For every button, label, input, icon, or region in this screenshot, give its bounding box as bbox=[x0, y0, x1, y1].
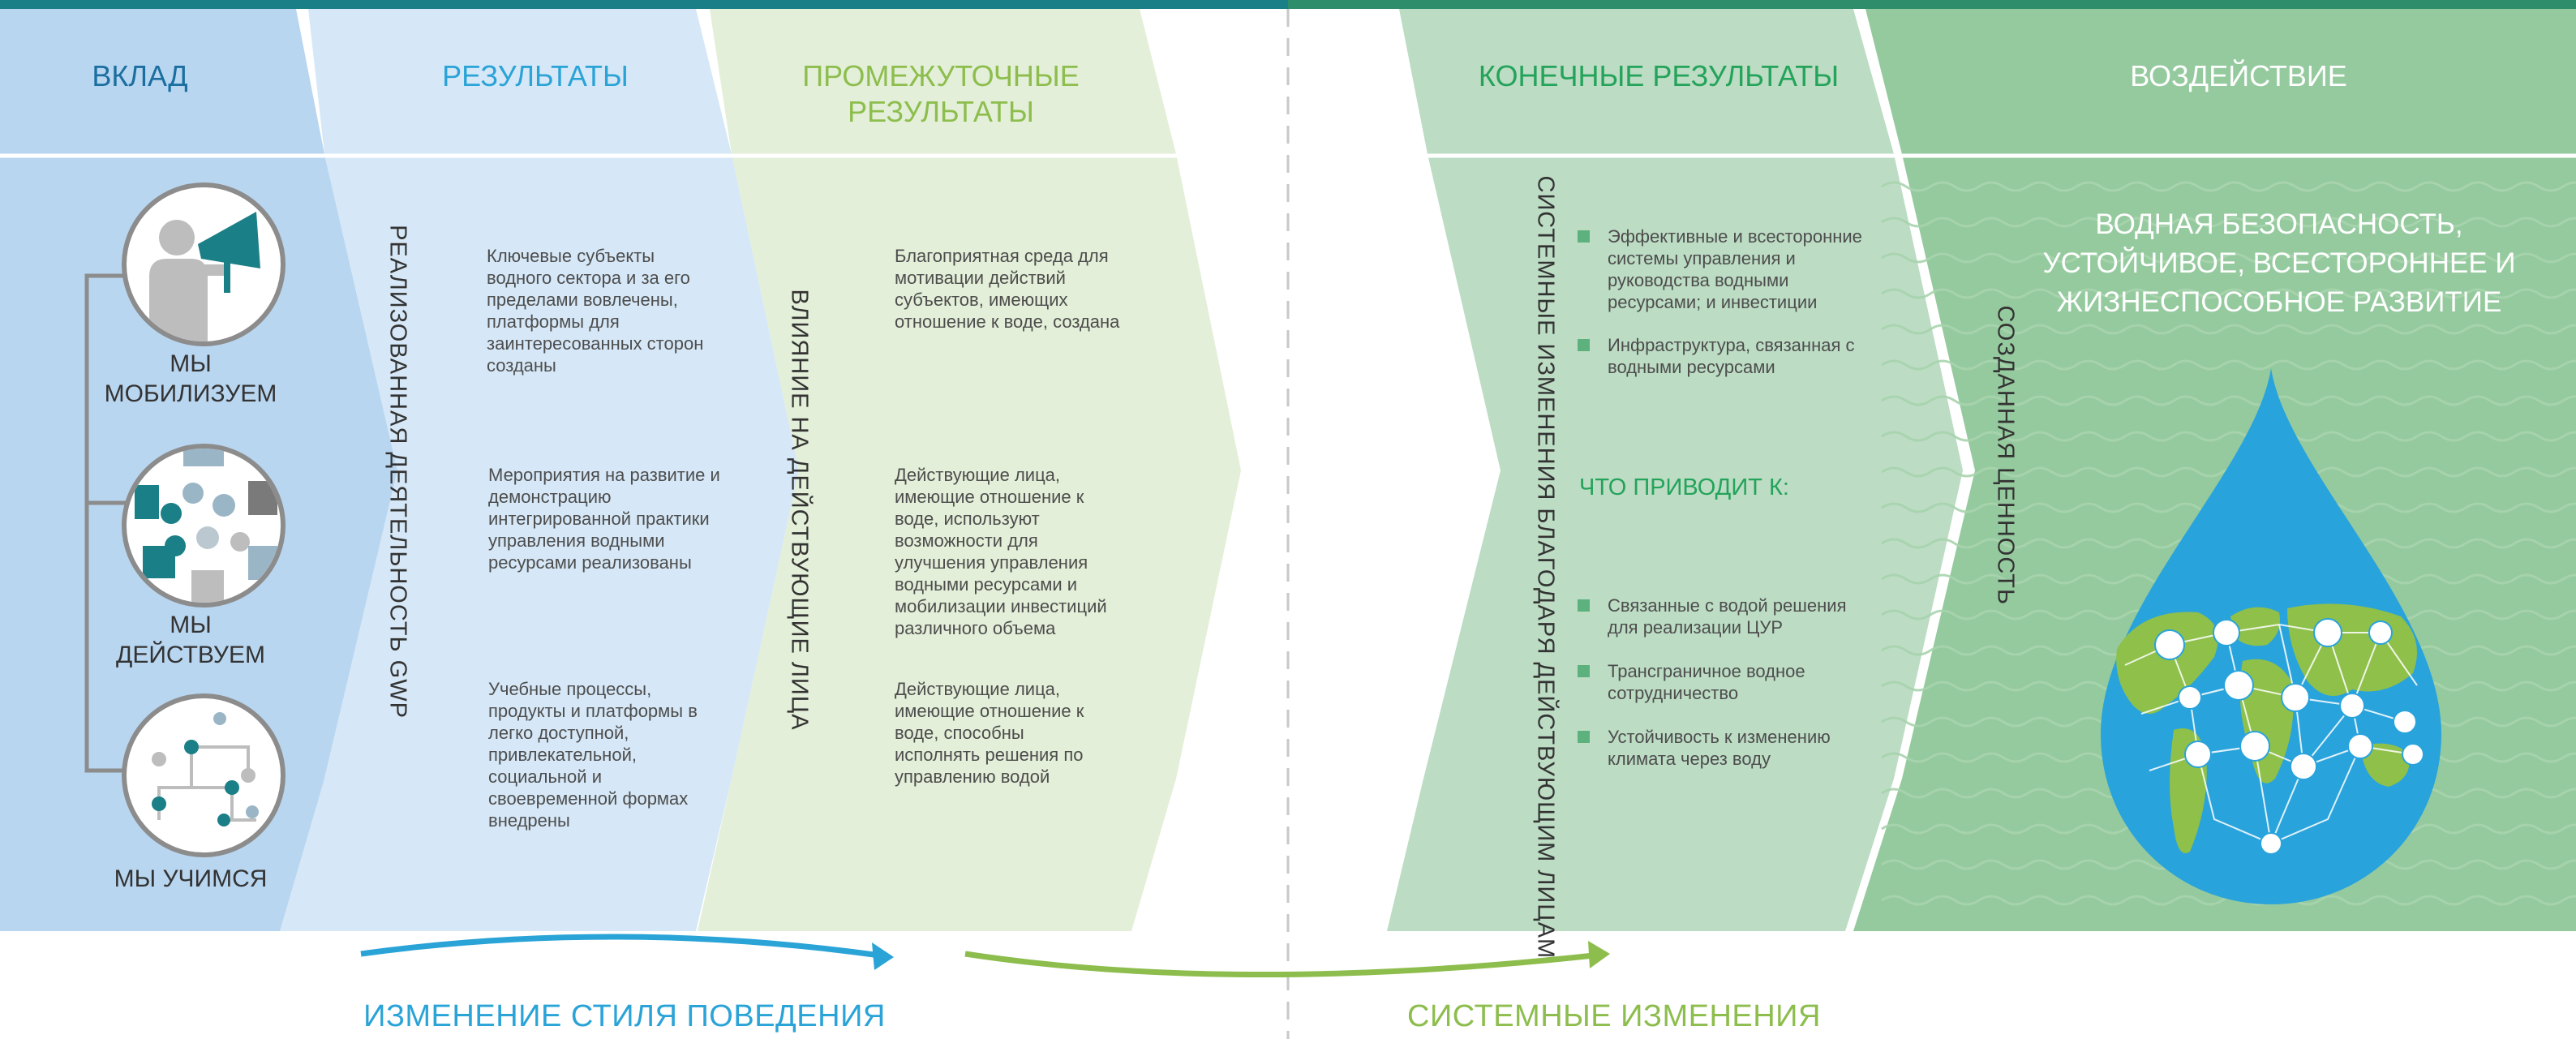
final-bullet-4: Трансграничное водное сотрудничество bbox=[1578, 660, 1870, 704]
wave-line bbox=[1881, 288, 2576, 299]
outputs-band bbox=[280, 9, 799, 931]
final-bullet-2-text: Инфраструктура, связанная с водными ресу… bbox=[1608, 335, 1855, 377]
input-step-mobilize: МЫ МОБИЛИЗУЕМ bbox=[85, 349, 296, 409]
intermediate-item-2: Действующие лица, имеющие отношение к во… bbox=[895, 465, 1107, 638]
wave-line bbox=[1881, 324, 2576, 335]
impact-vertical-label: СОЗДАННАЯ ЦЕННОСТЬ bbox=[1992, 305, 2019, 606]
input-step-learn: МЫ УЧИМСЯ bbox=[85, 864, 296, 894]
final-bullet-1: Эффективные и всесторонние системы управ… bbox=[1578, 225, 1870, 313]
final-header: КОНЕЧНЫЕ РЕЗУЛЬТАТЫ bbox=[1478, 59, 1840, 92]
final-bullet-5-text: Устойчивость к изменению климата через в… bbox=[1608, 727, 1831, 769]
people-meeting-icon bbox=[122, 444, 286, 608]
top-bar-left bbox=[0, 0, 1288, 9]
output-item-3: Учебные процессы, продукты и платформы в… bbox=[488, 679, 698, 831]
wave-line bbox=[1881, 395, 2576, 406]
blue-arrowhead bbox=[872, 942, 894, 970]
green-arrowhead bbox=[1588, 941, 1610, 968]
wave-line bbox=[1881, 359, 2576, 371]
megaphone-person-icon bbox=[122, 182, 286, 346]
impact-statement-line1: ВОДНАЯ БЕЗОПАСНОСТЬ, bbox=[2095, 208, 2463, 240]
intermediate-header-line2: РЕЗУЛЬТАТЫ bbox=[848, 95, 1034, 128]
water-drop-globe-icon bbox=[2101, 368, 2441, 904]
input-step-mobilize-line2: МОБИЛИЗУЕМ bbox=[104, 380, 277, 407]
input-header: ВКЛАД bbox=[92, 59, 188, 92]
final-bullet-1-text: Эффективные и всесторонние системы управ… bbox=[1608, 226, 1862, 312]
final-bullet-3-text: Связанные с водой решения для реализации… bbox=[1608, 595, 1847, 638]
top-bar-right bbox=[1288, 0, 2576, 9]
wave-line bbox=[1881, 181, 2576, 192]
final-bullet-5: Устойчивость к изменению климата через в… bbox=[1578, 726, 1870, 770]
output-item-1: Ключевые субъекты водного сектора и за е… bbox=[487, 246, 704, 376]
input-step-learn-line: МЫ УЧИМСЯ bbox=[114, 865, 268, 892]
final-bullet-3: Связанные с водой решения для реализации… bbox=[1578, 595, 1870, 638]
bullet-square bbox=[1578, 599, 1590, 612]
input-step-act-line1: МЫ bbox=[170, 612, 212, 638]
system-change-label: СИСТЕМНЫЕ ИЗМЕНЕНИЯ bbox=[1407, 999, 1821, 1033]
impact-statement-line3: ЖИЗНЕСПОСОБНОЕ РАЗВИТИЕ bbox=[2056, 286, 2502, 318]
behavior-change-label: ИЗМЕНЕНИЕ СТИЛЯ ПОВЕДЕНИЯ bbox=[363, 999, 886, 1033]
outputs-header: РЕЗУЛЬТАТЫ bbox=[442, 59, 629, 92]
intermediate-band bbox=[698, 9, 1241, 931]
final-bullet-4-text: Трансграничное водное сотрудничество bbox=[1608, 661, 1805, 703]
intermediate-item-1: Благоприятная среда для мотивации действ… bbox=[895, 246, 1120, 332]
leads-to-label: ЧТО ПРИВОДИТ К: bbox=[1579, 474, 1789, 500]
final-band bbox=[1387, 9, 1963, 931]
bullet-square bbox=[1578, 339, 1590, 351]
intermediate-item-3: Действующие лица, имеющие отношение к во… bbox=[895, 679, 1084, 787]
input-connector bbox=[84, 273, 127, 773]
impact-statement-line2: УСТОЙЧИВОЕ, ВСЕСТОРОННЕЕ И bbox=[2042, 247, 2516, 279]
bullet-square bbox=[1578, 665, 1590, 677]
input-step-act: МЫ ДЕЙСТВУЕМ bbox=[85, 610, 296, 670]
network-nodes bbox=[2154, 618, 2424, 855]
output-item-2: Мероприятия на развитие и демонстрацию и… bbox=[488, 465, 720, 573]
wave-line bbox=[1881, 217, 2576, 228]
outputs-vertical-label: РЕАЛИЗОВАННАЯ ДЕЯТЕЛЬНОСТЬ GWP bbox=[384, 225, 411, 719]
final-bullet-2: Инфраструктура, связанная с водными ресу… bbox=[1578, 334, 1870, 378]
bottom-arrows bbox=[360, 934, 1610, 977]
final-vertical-label: СИСТЕМНЫЕ ИЗМЕНЕНИЯ БЛАГОДАРЯ ДЕЙСТВУЮЩИ… bbox=[1532, 175, 1559, 960]
green-arrow bbox=[964, 951, 1595, 977]
intermediate-header-line1: ПРОМЕЖУТОЧНЫЕ bbox=[802, 59, 1080, 92]
bullet-square bbox=[1578, 731, 1590, 743]
intermediate-vertical-label: ВЛИЯНИЕ НА ДЕЙСТВУЮЩИЕ ЛИЦА bbox=[786, 289, 813, 731]
intermediate-header: ПРОМЕЖУТОЧНЫЕ РЕЗУЛЬТАТЫ bbox=[738, 58, 1144, 130]
impact-header: ВОЗДЕЙСТВИЕ bbox=[2130, 59, 2347, 92]
input-step-mobilize-line1: МЫ bbox=[170, 350, 212, 377]
wave-line bbox=[1881, 252, 2576, 264]
input-step-act-line2: ДЕЙСТВУЕМ bbox=[116, 642, 265, 668]
learning-network-icon bbox=[122, 693, 286, 857]
bullet-square bbox=[1578, 230, 1590, 243]
impact-statement: ВОДНАЯ БЕЗОПАСНОСТЬ, УСТОЙЧИВОЕ, ВСЕСТОР… bbox=[2003, 205, 2555, 322]
blue-arrow bbox=[360, 934, 881, 959]
